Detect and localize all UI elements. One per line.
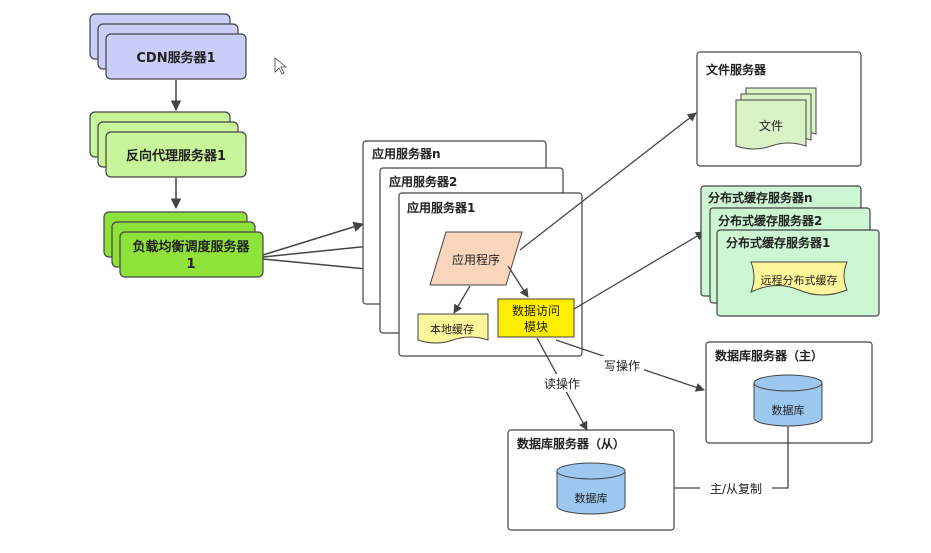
app-server-1-label: 应用服务器1 [407,200,475,215]
remote-cache-node [750,261,848,296]
data-access-label: 数据访问 [512,303,560,318]
mouse-cursor-icon [274,57,288,75]
write-op-label: 写操作 [604,358,640,373]
edge-app-to-data-access [507,265,529,298]
cache-server-stack: 分布式缓存服务器n 分布式缓存服务器2 分布式缓存服务器1 远程分布式缓存 [700,185,880,317]
db-slave-label: 数据库服务器（从） [517,436,625,451]
app-server-stack: 应用服务器n 应用服务器2 应用服务器1 应用程序 本地缓存 数据访问 模块 [362,140,583,357]
cache-server-1-label: 分布式缓存服务器1 [726,235,830,250]
db-slave-cylinder-label: 数据库 [575,491,608,505]
cache-server-n-label: 分布式缓存服务器n [708,190,813,205]
db-slave-server: 数据库服务器（从） 数据库 [507,429,675,531]
db-master-server: 数据库服务器（主） 数据库 [705,341,873,444]
edge-lb-to-app-2 [262,240,382,258]
remote-cache-label: 远程分布式缓存 [761,273,838,287]
edge-replication [628,426,789,493]
edge-app-to-local-cache [453,285,471,314]
local-cache-label: 本地缓存 [430,322,474,336]
db-master-cylinder-label: 数据库 [772,403,805,417]
read-op-label: 读操作 [544,376,580,391]
edge-app-to-file-server [519,112,697,251]
file-doc-label: 文件 [759,118,783,133]
edge-lb-to-app-n [262,221,365,256]
edge-data-access-to-cache [573,231,705,310]
cdn-server-stack: CDN服务器1 [89,13,247,80]
reverse-proxy-stack: 反向代理服务器1 [89,111,247,178]
load-balancer-label: 负载均衡调度服务器 [132,239,250,255]
load-balancer-stack: 负载均衡调度服务器 1 [103,211,264,278]
cdn-server-label: CDN服务器1 [136,50,215,66]
data-access-node [497,298,575,338]
data-access-label-line2: 模块 [524,320,548,334]
file-server: 文件服务器 文件 [696,51,862,167]
load-balancer-label-line2: 1 [186,257,195,272]
app-program-label: 应用程序 [452,252,500,267]
cache-server-2-label: 分布式缓存服务器2 [718,213,822,228]
local-cache-node [417,313,489,344]
app-server-2-label: 应用服务器2 [389,174,457,189]
file-server-label: 文件服务器 [706,62,767,77]
db-master-label: 数据库服务器（主） [715,348,823,363]
replication-label: 主/从复制 [710,482,762,496]
app-program-node [429,231,523,286]
reverse-proxy-label: 反向代理服务器1 [126,148,226,164]
app-server-n-label: 应用服务器n [372,146,441,161]
